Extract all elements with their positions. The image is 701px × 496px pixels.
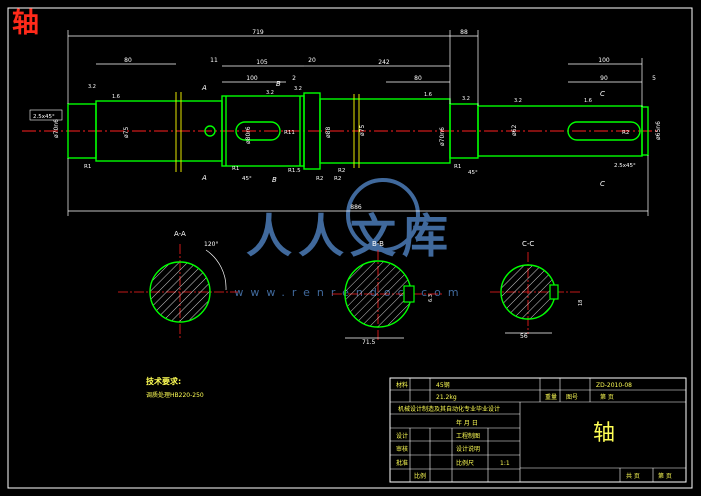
- tb-footer-2: 第 页: [658, 472, 672, 480]
- dia-7: ø62: [511, 125, 518, 136]
- tb-scale: 1:1: [500, 460, 510, 467]
- tb-role-value-1: 工程制图: [456, 432, 480, 440]
- dim-11: 11: [210, 57, 218, 64]
- fillet-4: R2: [334, 176, 341, 182]
- fillet-5: R1: [454, 164, 461, 170]
- dia-5: ø75: [359, 125, 366, 136]
- tb-role-1: 设计: [396, 432, 408, 440]
- tb-scale-label: 比例: [414, 472, 426, 480]
- drawing-frame: [7, 7, 693, 489]
- tb-drawing-no-label: 图号: [566, 394, 578, 401]
- tech-req-line: 调质处理HB220-250: [146, 391, 204, 399]
- dia-8: ø65n6: [655, 121, 662, 140]
- section-aa-angle: 120°: [204, 241, 218, 248]
- roughness-6: 3.2: [462, 96, 470, 102]
- chamfer-right: 2.5x45°: [614, 163, 636, 169]
- tb-weight-label: 重量: [545, 393, 557, 401]
- chamfer-labels: 2.5x45° 2.5x45°: [29, 109, 636, 169]
- section-aa-title: A-A: [174, 230, 186, 238]
- tb-drawing-no: ZD-2010-08: [596, 382, 632, 389]
- section-aa: A-A 120°: [118, 230, 238, 340]
- tb-role-value-2: 设计说明: [456, 445, 480, 453]
- dia-1: ø70n6: [53, 119, 60, 138]
- section-cc-dim: 56: [520, 333, 528, 340]
- tb-material-label: 材料: [396, 381, 408, 389]
- dia-3: ø80r6: [245, 126, 252, 144]
- section-mark-a-top: A: [201, 84, 207, 92]
- watermark-text: 人人文库: [246, 209, 454, 263]
- keyway-right-label: R2: [622, 130, 629, 136]
- chamfer-left: 2.5x45°: [33, 114, 55, 120]
- dia-4: ø88: [325, 127, 332, 138]
- section-mark-a-bottom: A: [201, 174, 207, 182]
- diameter-labels: ø70n6 ø75 ø80r6 ø88 ø75 ø70n6 ø62 ø65n6: [53, 119, 662, 146]
- roughness-8: 1.6: [584, 98, 592, 104]
- dim-20: 20: [308, 57, 316, 64]
- dia-6: ø70n6: [439, 127, 446, 146]
- dia-2: ø75: [123, 127, 130, 138]
- section-cc-title: C-C: [522, 240, 534, 248]
- dim-100-left: 100: [246, 75, 258, 82]
- fillet-6: R2: [316, 176, 323, 182]
- roughness-3: 3.2: [266, 90, 274, 96]
- section-bb-depth: 6.3: [428, 294, 434, 302]
- shaft-outline: [67, 92, 649, 170]
- dim-overall-bottom: 886: [350, 204, 362, 211]
- tb-sheet: 第 页: [600, 393, 614, 401]
- tech-req-title: 技术要求:: [146, 376, 181, 386]
- dim-80: 80: [124, 57, 132, 64]
- dim-right-top: 88: [460, 29, 468, 36]
- section-mark-c-bottom: C: [600, 180, 605, 188]
- tb-role-value-3: 比例尺: [456, 459, 474, 467]
- section-mark-b-top: B: [276, 80, 281, 88]
- roughness-2: 1.6: [112, 94, 120, 100]
- section-marks: A A B B C C: [201, 80, 605, 188]
- tb-footer-1: 共 页: [626, 472, 640, 480]
- title-block: 材料 45钢 ZD-2010-08 重量 21.2kg 图号 第 页 机械设计制…: [389, 377, 687, 483]
- dim-80-right: 80: [414, 75, 422, 82]
- section-mark-b-bottom: B: [272, 176, 277, 184]
- roughness-symbols: 3.2 1.6 3.2 3.2 1.6 3.2 3.2 1.6: [88, 84, 592, 104]
- keyway-left-label: R11: [284, 130, 295, 136]
- dimension-texts: 719 88 80 105 242 100 80 100 90 5 11 2 2…: [124, 29, 656, 211]
- drawing-title: 轴: [12, 8, 39, 39]
- dim-2: 2: [292, 75, 296, 82]
- section-mark-c-top: C: [600, 90, 605, 98]
- tb-role-2: 审核: [396, 445, 408, 453]
- section-cc-depth: 18: [578, 300, 584, 306]
- section-bb-dim: 71.5: [362, 339, 376, 346]
- roughness-1: 3.2: [88, 84, 96, 90]
- roughness-7: 3.2: [514, 98, 522, 104]
- section-cc: C-C 56 18: [490, 240, 584, 340]
- fillet-labels: R1 R1 R1.5 R2 R1 R2 R11 R2 45° 45° R2: [84, 130, 629, 182]
- fillet-2: R1: [232, 166, 239, 172]
- tb-part-name: 轴: [593, 421, 615, 446]
- tb-material: 45钢: [436, 381, 450, 389]
- dim-100-right: 100: [598, 57, 610, 64]
- dim-5: 5: [652, 75, 656, 82]
- dim-242: 242: [378, 59, 390, 66]
- dimension-lines: [67, 30, 649, 216]
- roughness-4: 3.2: [294, 86, 302, 92]
- angle-45-a: 45°: [242, 176, 252, 182]
- tb-school: 机械设计制造及其自动化专业毕业设计: [398, 405, 500, 413]
- chamfer-box: [29, 109, 63, 121]
- tb-date-label: 年 月 日: [456, 419, 478, 427]
- gap-r2: R2: [338, 168, 345, 174]
- section-bb: B-B 71.5 6.3: [332, 240, 444, 346]
- dim-105: 105: [256, 59, 268, 66]
- fillet-3: R1.5: [288, 168, 301, 174]
- tb-role-3: 批准: [396, 459, 408, 467]
- section-bb-title: B-B: [372, 240, 384, 248]
- technical-requirements: 技术要求: 调质处理HB220-250: [146, 376, 204, 399]
- dim-overall-top: 719: [252, 29, 264, 36]
- fillet-1: R1: [84, 164, 91, 170]
- seal-lines: [175, 92, 360, 172]
- roughness-5: 1.6: [424, 92, 432, 98]
- dim-90: 90: [600, 75, 608, 82]
- angle-45-b: 45°: [468, 170, 478, 176]
- watermark-ring: [346, 178, 420, 252]
- tb-weight: 21.2kg: [436, 394, 457, 401]
